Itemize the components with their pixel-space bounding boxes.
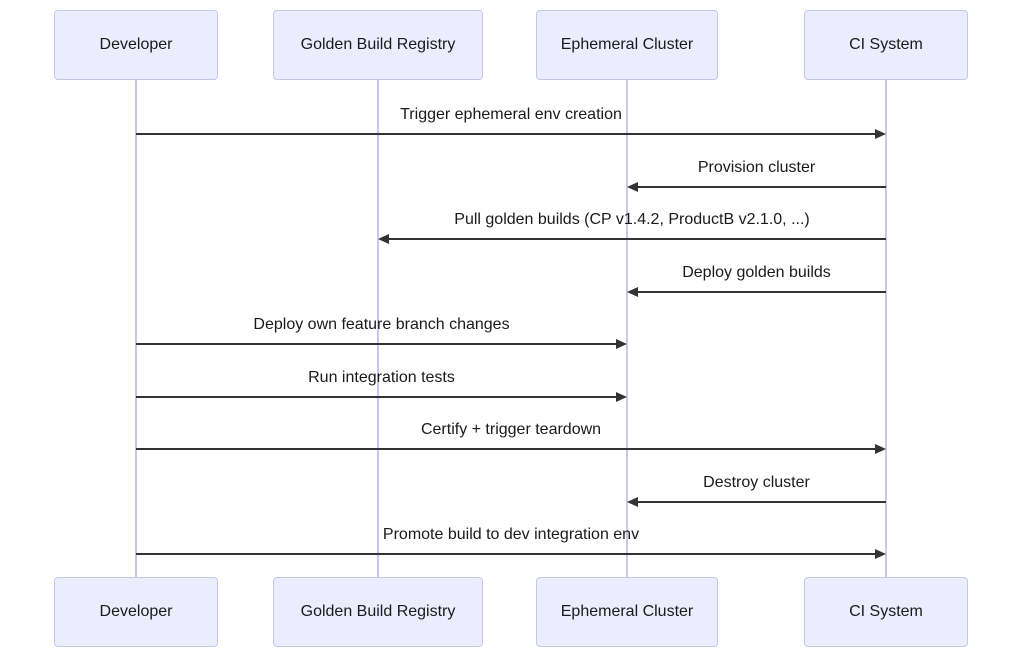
message-label: Promote build to dev integration env bbox=[382, 526, 640, 543]
message-arrowhead-icon bbox=[875, 549, 886, 559]
actor-box-bottom-ephemeral-cluster: Ephemeral Cluster bbox=[536, 577, 718, 647]
message-arrowhead-icon bbox=[627, 497, 638, 507]
message-line bbox=[389, 238, 886, 240]
message-label: Deploy golden builds bbox=[682, 264, 831, 281]
message-line bbox=[136, 448, 875, 450]
actor-box-bottom-ci-system: CI System bbox=[804, 577, 968, 647]
message-line bbox=[136, 553, 875, 555]
actor-label: CI System bbox=[849, 603, 923, 620]
message-label: Deploy own feature branch changes bbox=[253, 316, 510, 333]
message-line bbox=[638, 186, 886, 188]
message-arrowhead-icon bbox=[627, 182, 638, 192]
message-line bbox=[136, 343, 616, 345]
message-arrowhead-icon bbox=[616, 339, 627, 349]
actor-label: Ephemeral Cluster bbox=[560, 603, 694, 620]
message-label: Trigger ephemeral env creation bbox=[400, 106, 622, 123]
message-line bbox=[638, 291, 886, 293]
actor-box-top-ephemeral-cluster: Ephemeral Cluster bbox=[536, 10, 718, 80]
message-arrowhead-icon bbox=[378, 234, 389, 244]
lifeline-ci-system bbox=[885, 80, 887, 577]
message-label: Certify + trigger teardown bbox=[420, 421, 602, 438]
message-line bbox=[638, 501, 886, 503]
lifeline-ephemeral-cluster bbox=[626, 80, 628, 577]
actor-label: Ephemeral Cluster bbox=[560, 36, 694, 53]
message-arrowhead-icon bbox=[875, 444, 886, 454]
message-label: Run integration tests bbox=[308, 369, 455, 386]
actor-box-top-golden-build-registry: Golden Build Registry bbox=[273, 10, 483, 80]
actor-box-bottom-developer: Developer bbox=[54, 577, 218, 647]
message-line bbox=[136, 396, 616, 398]
actor-box-bottom-golden-build-registry: Golden Build Registry bbox=[273, 577, 483, 647]
actor-label: Developer bbox=[99, 603, 173, 620]
message-arrowhead-icon bbox=[875, 129, 886, 139]
lifeline-developer bbox=[135, 80, 137, 577]
actor-box-top-ci-system: CI System bbox=[804, 10, 968, 80]
actor-box-top-developer: Developer bbox=[54, 10, 218, 80]
message-label: Provision cluster bbox=[697, 159, 816, 176]
message-label: Destroy cluster bbox=[703, 474, 810, 491]
actor-label: Golden Build Registry bbox=[300, 36, 456, 53]
message-arrowhead-icon bbox=[616, 392, 627, 402]
message-arrowhead-icon bbox=[627, 287, 638, 297]
lifeline-golden-build-registry bbox=[377, 80, 379, 577]
actor-label: Developer bbox=[99, 36, 173, 53]
actor-label: CI System bbox=[849, 36, 923, 53]
actor-label: Golden Build Registry bbox=[300, 603, 456, 620]
message-line bbox=[136, 133, 875, 135]
message-label: Pull golden builds (CP v1.4.2, ProductB … bbox=[454, 211, 810, 228]
